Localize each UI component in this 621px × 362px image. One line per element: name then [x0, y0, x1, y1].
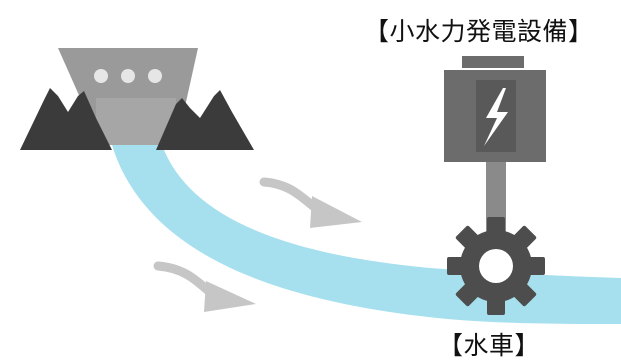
- gear-icon: [447, 217, 545, 315]
- waterwheel-label: 【水車】: [438, 331, 541, 360]
- water-stream: [112, 145, 621, 324]
- lightning-icon: [484, 88, 508, 146]
- dam-light-1: [94, 69, 108, 83]
- dam-light-2: [121, 69, 135, 83]
- dam-light-3: [148, 69, 162, 83]
- flow-arrow-icon: [153, 261, 256, 312]
- mountain-left-icon: [20, 88, 112, 150]
- generator-icon: [444, 56, 546, 162]
- mountain-right-icon: [156, 90, 254, 150]
- flow-arrow-icon: [259, 177, 362, 228]
- facility-title: 【小水力発電設備】: [364, 17, 594, 46]
